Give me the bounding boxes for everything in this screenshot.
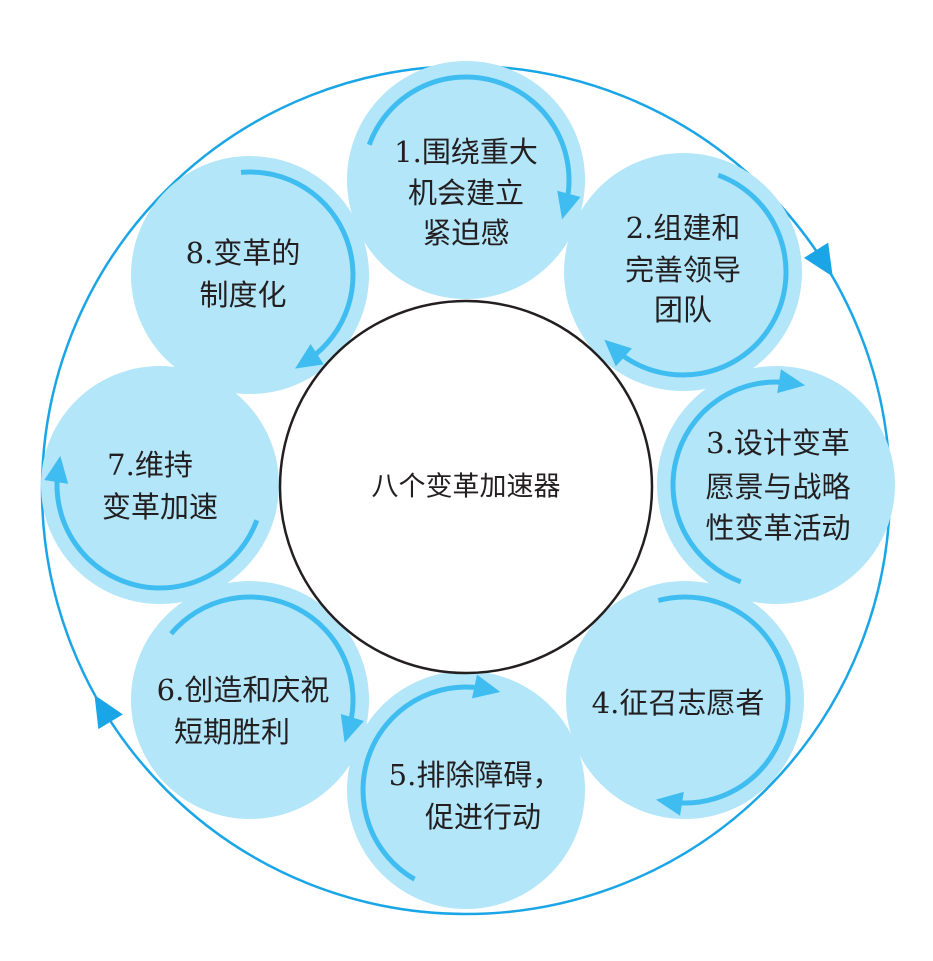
cycle-arc (240, 169, 356, 362)
step-label-line: 变革加速 (102, 490, 218, 524)
step-label-line: 短期胜利 (174, 715, 290, 749)
step-bubble (347, 671, 585, 909)
cycle-arc (670, 379, 789, 585)
step-label-line: 7.维持 (107, 448, 193, 482)
center-title: 八个变革加速器 (372, 472, 561, 503)
arc-arrow-icon (604, 339, 632, 367)
ring-arrow-icon (94, 695, 123, 730)
step-bubble (131, 581, 369, 819)
step-label-line: 8.变革的 (186, 236, 301, 270)
step-label-line: 紧迫感 (422, 216, 509, 250)
accelerator-step-5: 5.排除障碍， 促进行动 (347, 671, 585, 909)
step-bubble (657, 366, 895, 604)
step-label-line: 1.围绕重大 (394, 135, 538, 169)
cycle-arc (360, 684, 485, 882)
arc-arrow-icon (471, 674, 501, 699)
ring-arrow-icon (803, 242, 833, 277)
step-label-line: 促进行动 (425, 800, 541, 834)
step-label-line: 5.排除障碍， (389, 758, 562, 792)
arc-arrow-icon (44, 455, 69, 484)
step-bubble (131, 156, 369, 394)
arc-arrow-icon (340, 713, 364, 743)
step-label-line: 6.创造和庆祝 (157, 673, 330, 707)
step-label-line: 2.组建和 (626, 211, 741, 245)
cycle-arc (366, 74, 572, 204)
cycle-arc (615, 172, 789, 378)
cycle-arc (169, 594, 356, 728)
cycle-arc (657, 594, 791, 806)
step-bubble (41, 366, 279, 604)
step-label-line: 制度化 (199, 278, 286, 312)
step-bubble (347, 61, 585, 299)
arc-arrow-icon (557, 190, 581, 220)
step-label-line: 团队 (654, 293, 712, 327)
accelerator-step-4: 4.征召志愿者 (566, 581, 804, 819)
step-label-line: 性变革活动 (705, 511, 850, 545)
arc-arrow-icon (777, 369, 806, 394)
arc-arrow-icon (295, 344, 324, 369)
center-circle (278, 299, 654, 675)
step-label-line: 3.设计变革 (706, 426, 850, 460)
cycle-arc (54, 472, 260, 591)
step-label-line: 愿景与战略 (705, 470, 850, 504)
arc-arrow-icon (655, 791, 684, 816)
step-label-line: 4.征召志愿者 (592, 686, 765, 720)
step-label-line: 完善领导 (625, 253, 741, 287)
step-label-line: 机会建立 (408, 176, 524, 210)
step-bubble (564, 153, 802, 391)
step-bubble (566, 581, 804, 819)
